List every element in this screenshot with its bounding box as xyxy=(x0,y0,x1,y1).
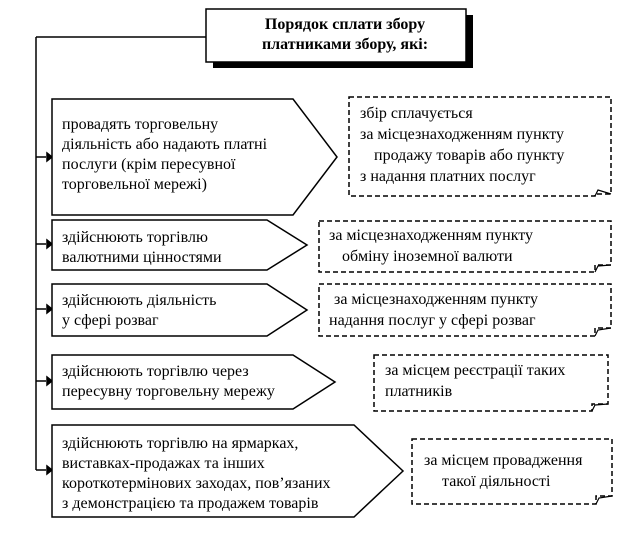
rule-note-2 xyxy=(318,220,612,273)
condition-5-line-3: короткотермінових заходах, пов’язаних xyxy=(62,475,331,492)
rule-2-line-1: за місцезнаходженням пункту xyxy=(329,227,534,244)
title-line-1: Порядок сплати збору xyxy=(264,16,426,33)
rule-3-line-2: надання послуг у сфері розваг xyxy=(329,312,536,329)
condition-shape-2 xyxy=(51,219,309,271)
condition-2-line-1: здійснюють торгівлю xyxy=(62,229,208,246)
title-line-2: платниками збору, які: xyxy=(261,36,429,53)
condition-shape-1 xyxy=(51,98,338,216)
condition-4-line-2: пересувну торговельну мережу xyxy=(62,383,275,400)
rule-1-line-1: збір сплачується xyxy=(360,105,473,122)
condition-4-line-1: здійснюють торгівлю через xyxy=(62,363,249,380)
condition-5-line-1: здійснюють торгівлю на ярмарках, xyxy=(62,435,299,452)
condition-5-line-4: з демонстрацією та продажем товарів xyxy=(62,495,319,512)
condition-1-line-1: провадять торговельну xyxy=(62,116,219,133)
condition-2-line-2: валютними цінностями xyxy=(62,249,222,266)
condition-3-line-2: у сфері розваг xyxy=(62,312,159,329)
connector-lines xyxy=(35,36,206,470)
rule-4-line-1: за місцем реєстрації таких xyxy=(385,362,566,379)
condition-1-line-2: діяльність або надають платні xyxy=(62,136,268,153)
condition-1-line-4: торговельної мережі) xyxy=(62,176,207,193)
condition-shape-4 xyxy=(51,354,337,410)
condition-shapes xyxy=(51,98,405,518)
rule-4-line-2: платників xyxy=(385,383,453,400)
rule-3-line-1: за місцезнаходженням пункту xyxy=(334,291,539,308)
condition-shape-3 xyxy=(51,283,309,337)
rule-2-line-2: обміну іноземної валюти xyxy=(342,248,513,265)
rule-5-line-2: такої діяльності xyxy=(442,473,551,490)
condition-5-line-2: виставках-продажах та інших xyxy=(62,455,265,472)
rule-1-line-4: з надання платних послуг xyxy=(360,168,536,185)
condition-1-line-3: послуги (крім пересувної xyxy=(62,156,236,173)
rule-notes xyxy=(318,96,613,505)
rule-note-1 xyxy=(348,96,612,197)
rule-5-line-1: за місцем провадження xyxy=(424,452,583,469)
rule-note-3 xyxy=(318,283,612,337)
condition-3-line-1: здійснюють діяльність xyxy=(62,292,217,309)
condition-shape-5 xyxy=(51,424,405,518)
rule-note-4 xyxy=(373,354,609,412)
rule-note-5 xyxy=(411,438,613,505)
rule-1-line-2: за місцезнаходженням пункту xyxy=(360,126,565,143)
title-box xyxy=(205,8,473,68)
rule-1-line-3: продажу товарів або пункту xyxy=(374,147,565,164)
connector-arrows xyxy=(36,151,54,476)
note-folds xyxy=(591,189,613,505)
